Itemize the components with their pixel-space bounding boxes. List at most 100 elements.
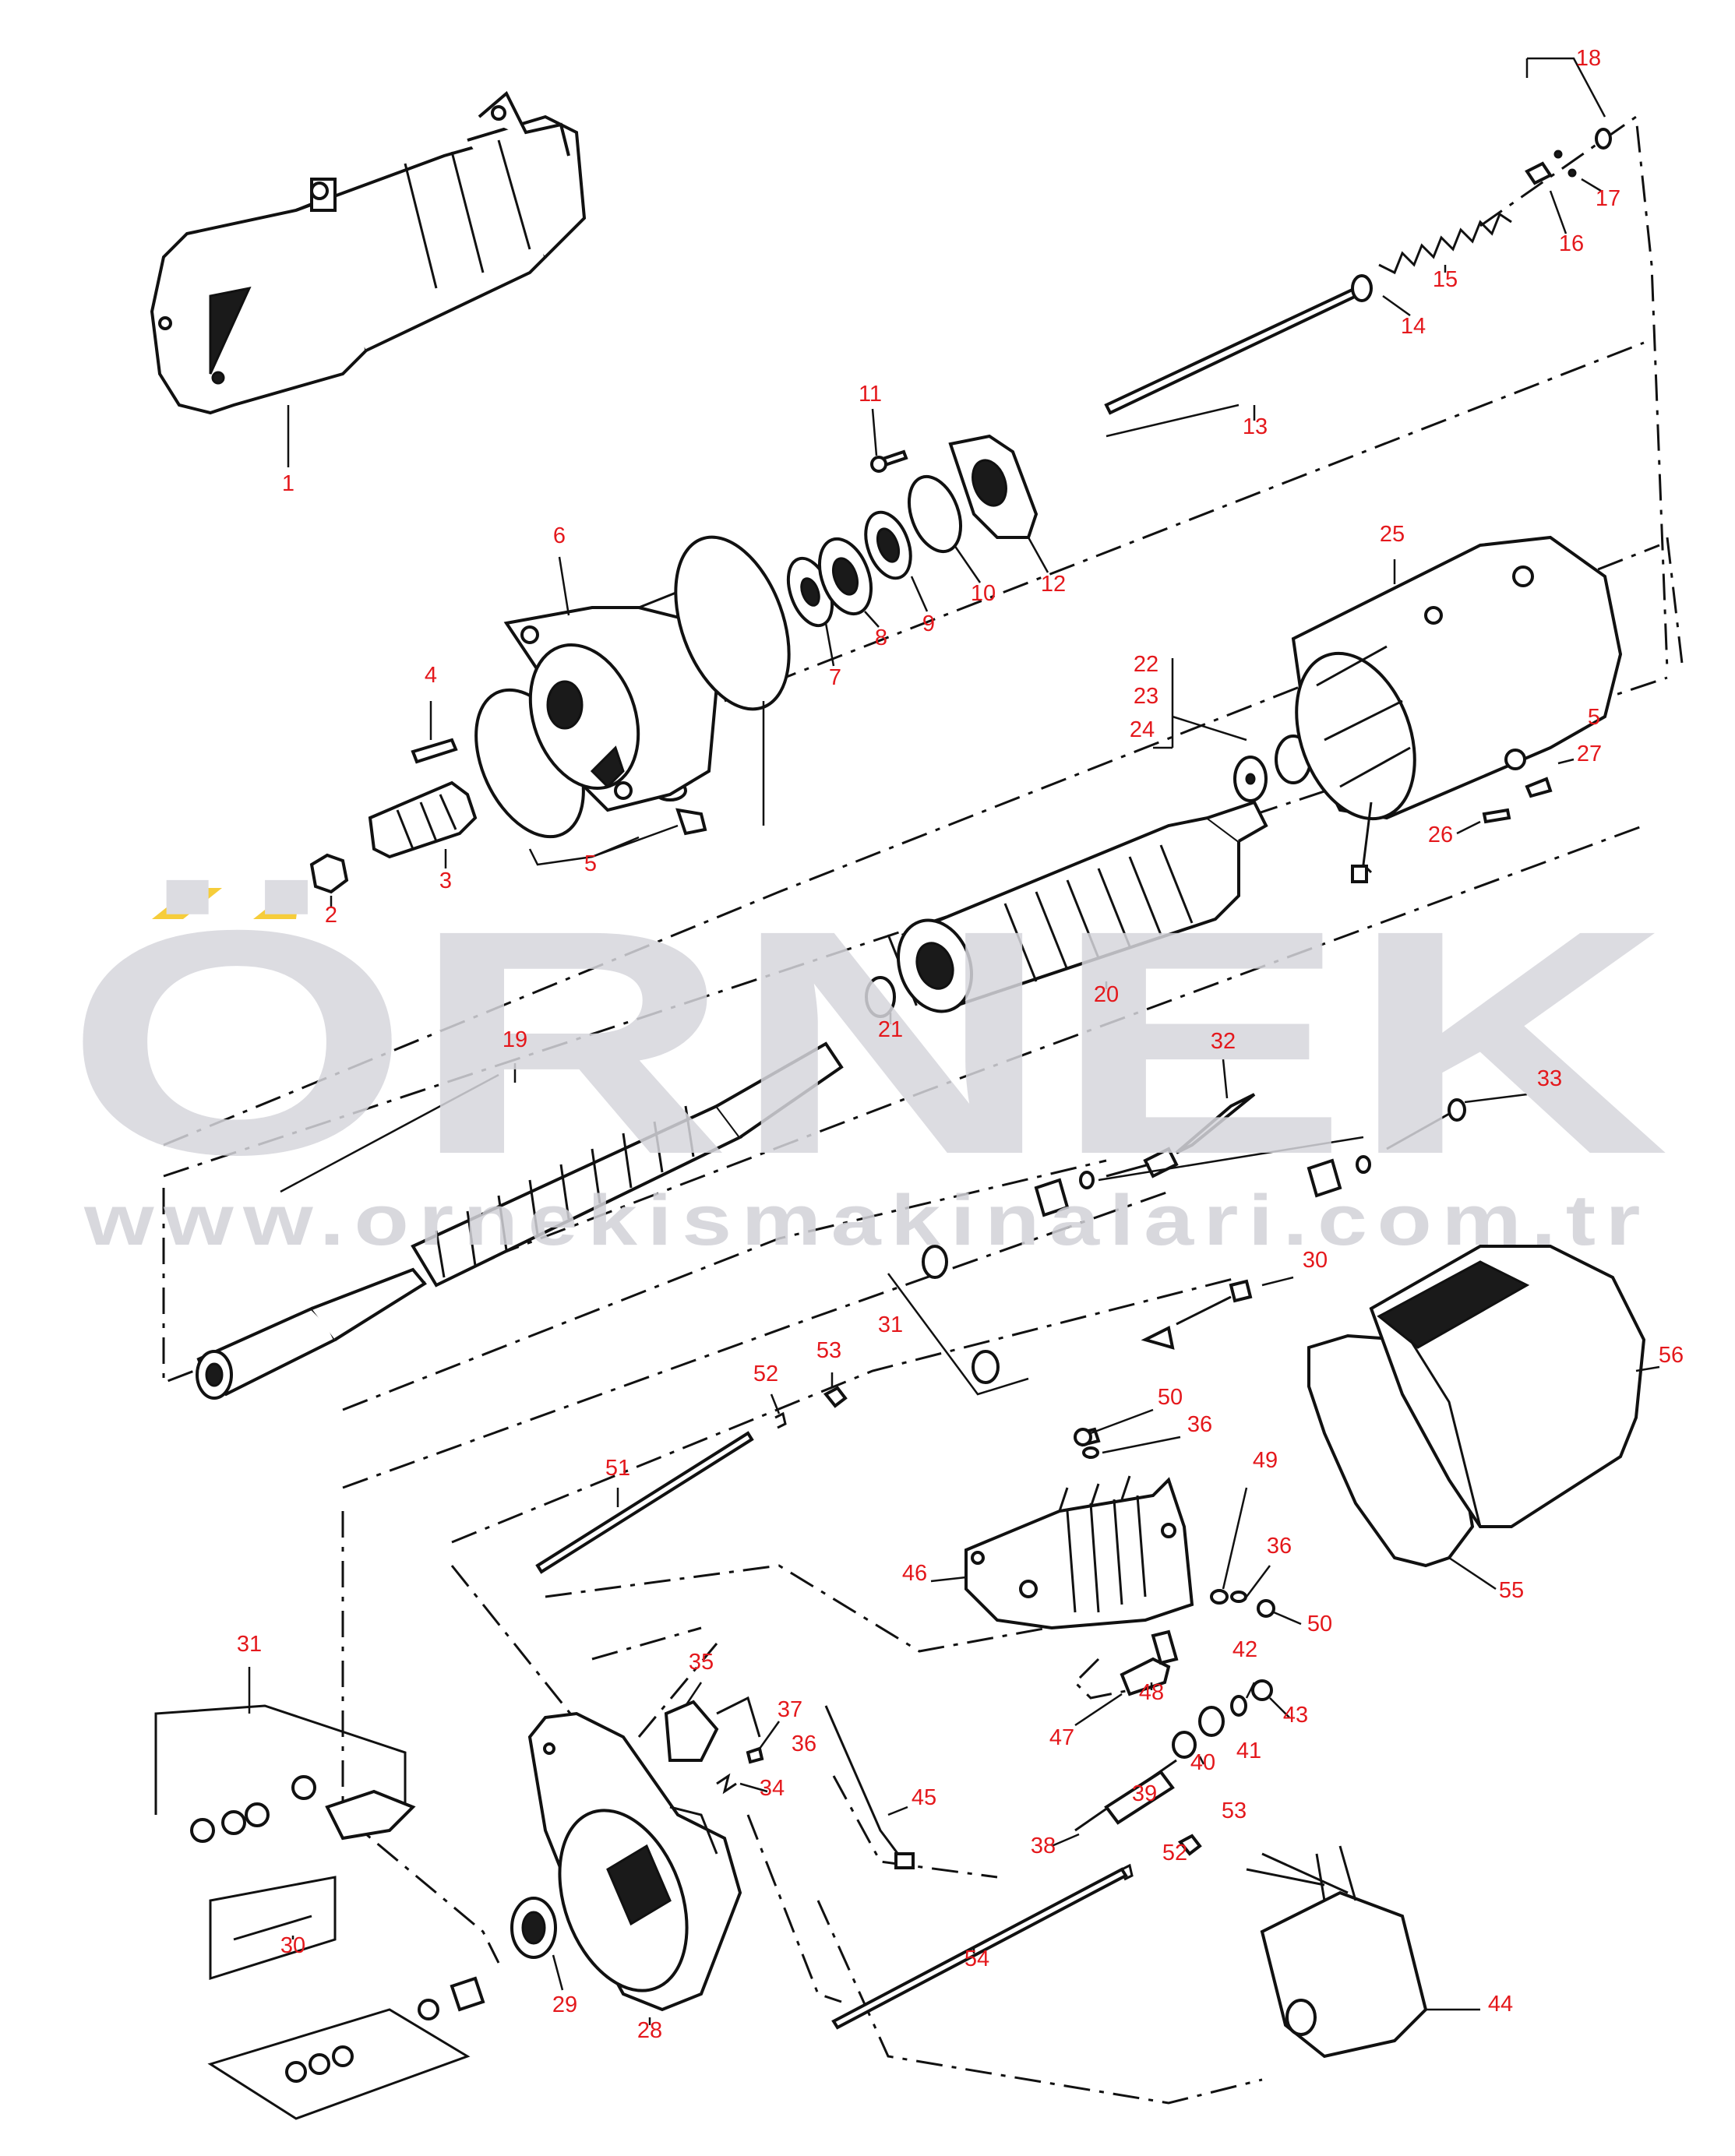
watermark-accent-right [253,888,300,919]
part-large-o-ring [674,535,791,826]
callout-c43: 43 [1283,1703,1308,1728]
callout-c48: 48 [1139,1680,1164,1705]
callout-c54: 54 [964,1946,989,1971]
part-26-pin [1456,808,1511,835]
part-34-spring [716,1773,768,1795]
part-2-nut [309,853,349,907]
part-13-shaft [1104,286,1362,438]
callout-c15: 15 [1433,267,1458,292]
part-12-end-plate [948,434,1049,573]
part-37-clip [746,1721,781,1764]
part-33-bolt [1386,1093,1528,1150]
part-51-through-bolt [535,1431,754,1574]
part-30-31-brush-kit-groups [154,1667,485,2120]
callout-c53b: 53 [1222,1798,1247,1823]
callout-c6: 6 [553,523,566,548]
part-18-washer [1525,57,1612,150]
callout-c3: 3 [439,868,452,893]
callout-c52b: 52 [1162,1841,1187,1865]
callout-c31b: 31 [237,1632,262,1657]
callout-c37: 37 [778,1697,802,1722]
part-27-terminal-screw [1504,749,1575,798]
callout-c25: 25 [1380,522,1405,547]
watermark: ÖRNEK www.ornekismakinalari.com.tr [65,864,1670,1260]
callout-c5a: 5 [584,851,597,876]
part-32-brush [1106,1059,1256,1178]
callout-c38: 38 [1031,1834,1056,1858]
brush-kit-parts [190,1775,485,2083]
callout-c39: 39 [1132,1781,1157,1806]
callout-c50b: 50 [1307,1612,1332,1636]
watermark-accent-left [152,888,222,919]
part-52-lock-washer [770,1393,1134,1881]
callout-c26: 26 [1428,823,1453,847]
part-1-starter-motor [150,90,587,467]
part-10-shim [908,474,982,583]
callout-c56: 56 [1659,1343,1684,1368]
callout-c12: 12 [1041,572,1066,597]
part-29-bearing [510,1897,564,1991]
part-50-screw [1074,1408,1302,1626]
part-28-commutator-end-frame [527,1711,742,2025]
part-17-pin [1553,150,1602,192]
callout-c27: 27 [1577,742,1602,766]
callout-c29: 29 [552,1992,577,2017]
part-44-solenoid-switch [1246,1845,1480,2059]
part-21-bushing [865,976,896,1024]
callout-c50a: 50 [1158,1385,1183,1410]
watermark-url: www.ornekismakinalari.com.tr [83,1181,1650,1260]
callout-c28: 28 [637,2018,662,2043]
watermark-brand: ÖRNEK [65,864,1670,1221]
callout-c52a: 52 [753,1362,778,1386]
callout-c47: 47 [1049,1725,1074,1750]
callout-c51: 51 [605,1456,630,1481]
callout-c45: 45 [912,1785,936,1810]
part-25-field-housing [1291,535,1623,883]
callout-c32: 32 [1211,1029,1236,1054]
part-30-stud [1141,1276,1294,1350]
callout-c55: 55 [1499,1578,1524,1603]
callout-c4: 4 [425,663,437,688]
callout-c14: 14 [1401,314,1426,339]
callout-c40: 40 [1190,1750,1215,1775]
callout-c22: 22 [1134,652,1158,677]
callout-c36a: 36 [1187,1412,1212,1437]
part-35-brush [664,1682,761,1762]
callout-c8: 8 [875,625,887,650]
callout-c35: 35 [689,1650,714,1675]
part-49-washer [1210,1487,1248,1605]
callout-c24: 24 [1130,717,1155,742]
callout-c44: 44 [1488,1992,1513,2017]
callout-c10: 10 [971,581,996,606]
callout-c19: 19 [503,1027,527,1052]
callout-labels: 1234556789101112131415161718192021222324… [237,46,1684,2043]
part-45-lead-wire [824,1705,915,1869]
callout-c41: 41 [1236,1739,1261,1763]
callout-c7: 7 [829,665,841,690]
callout-c17: 17 [1596,186,1620,211]
part-14-collar [1351,274,1411,317]
callout-c9: 9 [922,611,935,636]
callout-c2: 2 [325,903,337,928]
callout-c18: 18 [1576,46,1601,71]
part-53-nut [823,1372,1202,1856]
part-11-screw [870,408,908,473]
part-54-through-bolt [831,1867,1128,2030]
part-36-washer [1082,1436,1271,1603]
callout-c1: 1 [282,471,294,496]
part-19-drive-shaft [196,1041,844,1400]
callout-c53a: 53 [816,1338,841,1363]
part-22-24-washers [1153,658,1312,802]
callout-c46: 46 [902,1561,927,1586]
callout-c42: 42 [1232,1637,1257,1662]
callout-c31a: 31 [878,1312,903,1337]
part-4-key [411,701,458,764]
part-20-armature [896,800,1268,1013]
part-47-48-bolt [1074,1629,1179,1727]
callout-c36c: 36 [792,1731,816,1756]
part-3-pinion [368,780,478,868]
callout-c5b: 5 [1588,705,1600,730]
callout-c16: 16 [1559,231,1584,256]
